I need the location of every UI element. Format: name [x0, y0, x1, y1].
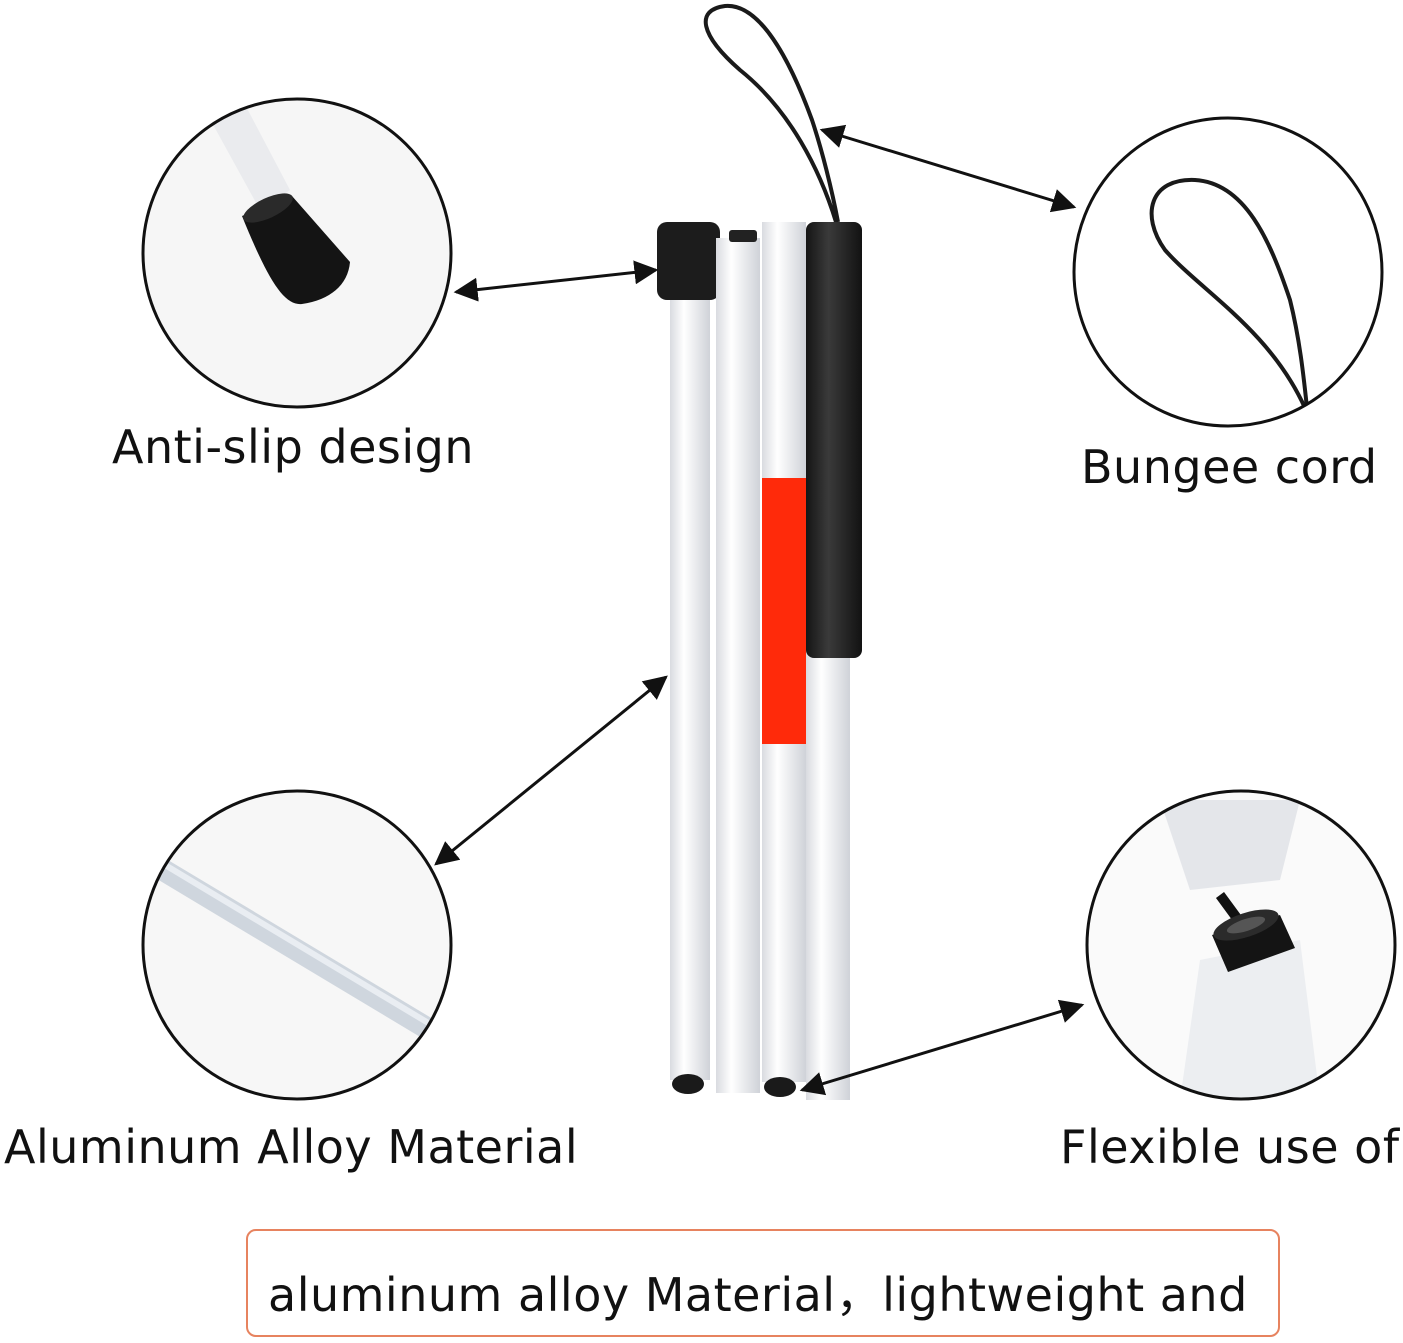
detail-circle-flexible [1085, 789, 1397, 1101]
arrow-anti-slip [453, 260, 659, 302]
detail-circle-anti-slip [141, 97, 453, 409]
reflective-red-band [762, 478, 806, 744]
bungee-cord-loop [703, 3, 840, 223]
cane-tip [657, 222, 720, 300]
caption-box: aluminum alloy Material，lightweight and [246, 1229, 1280, 1337]
label-flexible-use: Flexible use of [1060, 1120, 1400, 1174]
detail-circle-bungee [1072, 116, 1384, 428]
caption-text: aluminum alloy Material，lightweight and [268, 1268, 1248, 1322]
detail-circle-alloy [141, 789, 453, 1101]
cane-grip [806, 222, 862, 658]
arrow-alloy [434, 675, 668, 866]
cane-segment-2 [716, 238, 760, 1093]
label-aluminum-alloy-material: Aluminum Alloy Material [4, 1120, 579, 1174]
cane-segment-4 [806, 640, 850, 1100]
label-bungee-cord: Bungee cord [1081, 440, 1378, 494]
arrow-bungee [819, 124, 1077, 213]
arrow-flexible [799, 999, 1085, 1096]
label-anti-slip-design: Anti-slip design [112, 420, 474, 474]
cane-segment-1 [670, 280, 710, 1080]
folded-cane [657, 222, 862, 1100]
